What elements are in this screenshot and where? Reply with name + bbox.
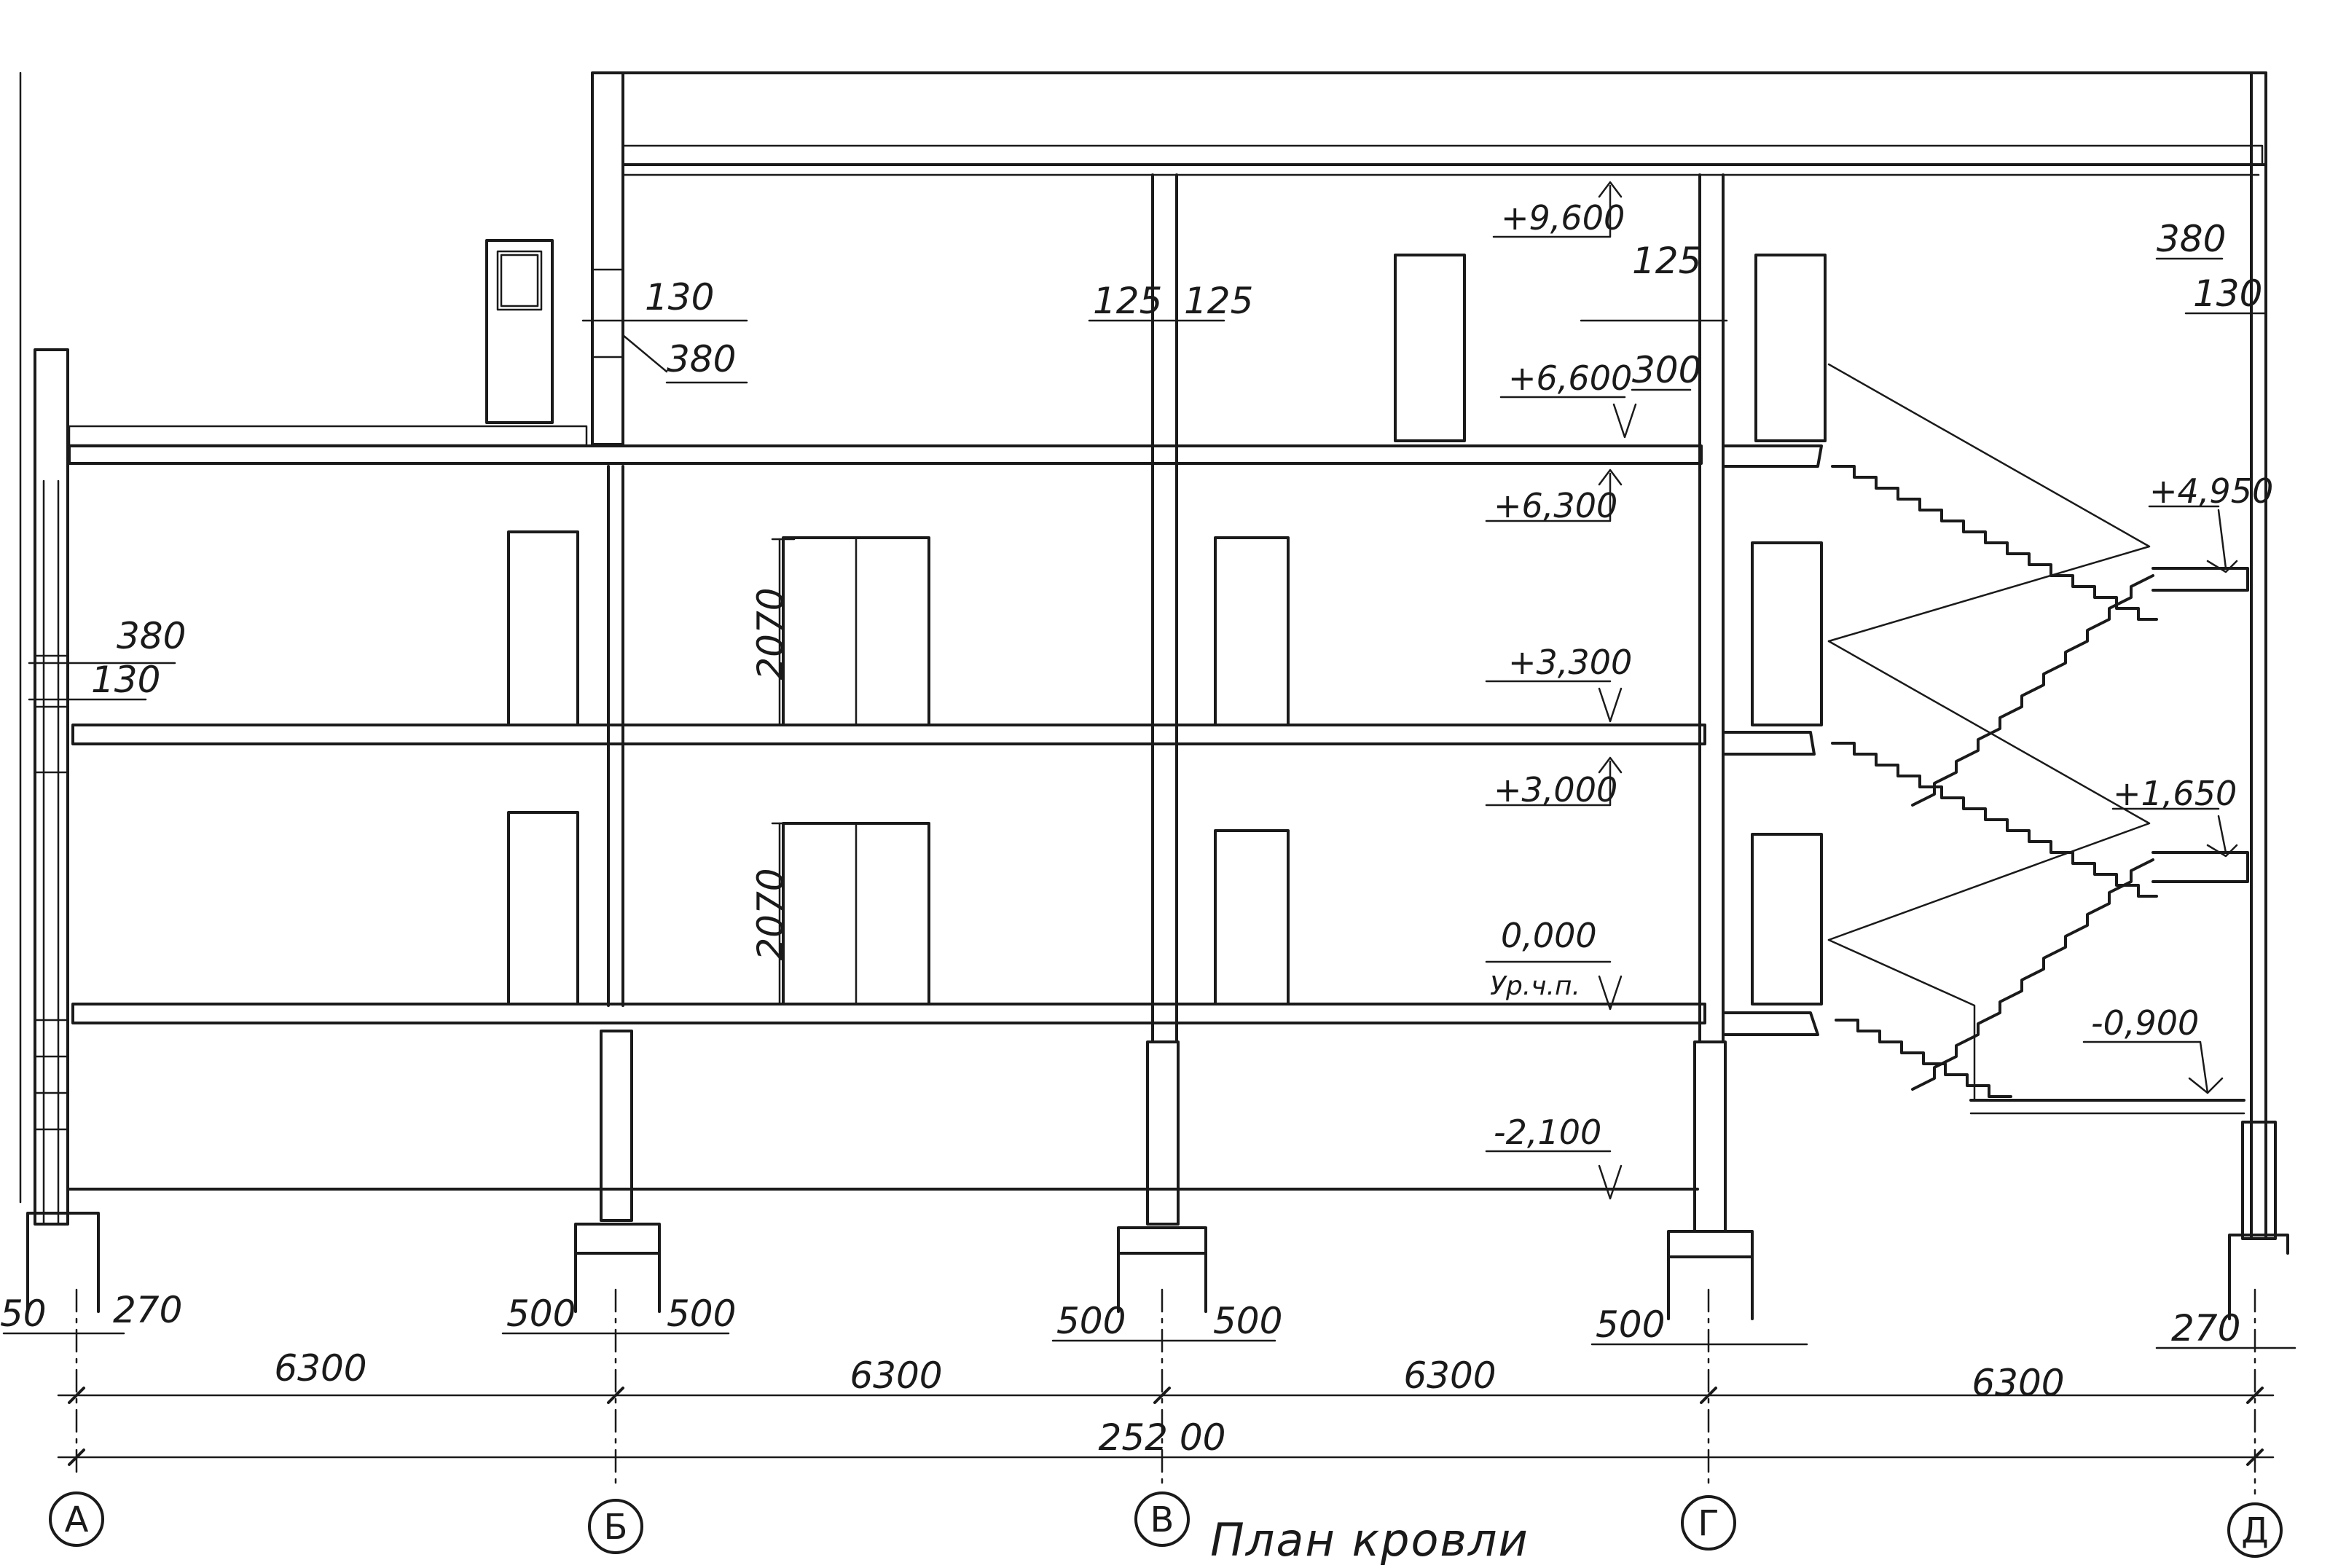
axis-label-v: В <box>1150 1500 1174 1540</box>
wall-axis-a <box>34 348 69 1226</box>
dim-found-b-500a: 500 <box>506 1293 576 1335</box>
axis-label-a: А <box>65 1500 89 1540</box>
bay-dimension-vg: 6300 <box>1403 1355 1496 1397</box>
dim-col-v-125b: 125 <box>1184 280 1253 322</box>
dim-found-g-500: 500 <box>1596 1304 1665 1346</box>
staircase <box>1724 363 2249 1102</box>
axis-label-b: Б <box>604 1507 628 1548</box>
dim-found-v-500b: 500 <box>1213 1300 1282 1342</box>
axis-lines <box>75 1288 2256 1495</box>
wall-axis-d <box>2241 71 2277 1240</box>
elevation-minus-900: -0,900 <box>2091 1003 2199 1043</box>
wall-axis-b <box>591 71 633 1222</box>
axis-markers <box>49 1491 2283 1558</box>
elevation-markers <box>1485 181 2238 1200</box>
overall-dimension: 252 00 <box>1099 1416 1226 1459</box>
drawing-title: План кровли <box>1210 1513 1529 1567</box>
roof-upper <box>618 71 2267 176</box>
dim-col-g-125: 125 <box>1632 240 1701 282</box>
elevation-6600: +6,600 <box>1508 358 1632 398</box>
dim-wall-d-380: 380 <box>2157 218 2226 260</box>
elevation-1650: +1,650 <box>2113 774 2237 813</box>
dim-wall-b-380: 380 <box>667 338 736 380</box>
bay-dimension-ab: 6300 <box>274 1347 366 1389</box>
detail-dimensions: 380 130 130 380 125 125 125 300 380 130 … <box>0 218 2262 1349</box>
elevation-0-note: Ур.ч.п. <box>1490 971 1580 1001</box>
axis-label-d: Д <box>2241 1510 2269 1551</box>
dim-found-a-270: 270 <box>113 1289 182 1331</box>
elevation-labels: +9,600 +6,600 +6,300 +4,950 +3,300 +3,00… <box>1490 198 2273 1152</box>
dim-col-v-125a: 125 <box>1093 280 1162 322</box>
dim-found-a-left: 50 <box>0 1293 47 1335</box>
dim-door-height-2: 2070 <box>750 868 792 960</box>
bay-dimension-gd: 6300 <box>1972 1362 2064 1404</box>
elevation-9600: +9,600 <box>1501 198 1625 238</box>
elevation-minus-2100: -2,100 <box>1494 1113 1601 1152</box>
dim-wall-a-130: 130 <box>91 659 160 701</box>
elevation-6300: +6,300 <box>1494 486 1617 525</box>
dim-found-d-270: 270 <box>2171 1307 2240 1349</box>
elevation-3000: +3,000 <box>1494 770 1617 810</box>
interior-doors <box>507 254 1827 1006</box>
column-axis-v <box>1146 173 1180 1226</box>
elevation-0: 0,000 <box>1501 916 1597 955</box>
dim-wall-d-130: 130 <box>2193 273 2262 315</box>
dim-found-b-500b: 500 <box>667 1293 736 1335</box>
dim-door-height-1: 2070 <box>750 587 792 680</box>
dim-wall-b-130: 130 <box>645 276 714 318</box>
column-axis-g <box>1693 173 1727 1233</box>
dimension-lines <box>2 257 2296 1466</box>
dim-found-v-500a: 500 <box>1056 1300 1126 1342</box>
elevation-3300: +3,300 <box>1508 643 1632 682</box>
bay-dimensions: 6300 6300 6300 6300 252 00 <box>274 1347 2064 1459</box>
foundations <box>26 1212 2289 1320</box>
dim-col-g-300: 300 <box>1632 349 1701 391</box>
elevation-4950: +4,950 <box>2149 471 2273 511</box>
bay-dimension-bv: 6300 <box>850 1355 942 1397</box>
floor-slabs <box>68 444 2245 1191</box>
roof-door <box>485 239 554 424</box>
axis-label-g: Г <box>1698 1503 1719 1544</box>
dim-wall-a-380: 380 <box>117 615 186 657</box>
axis-labels: А Б В Г Д <box>65 1500 2269 1551</box>
